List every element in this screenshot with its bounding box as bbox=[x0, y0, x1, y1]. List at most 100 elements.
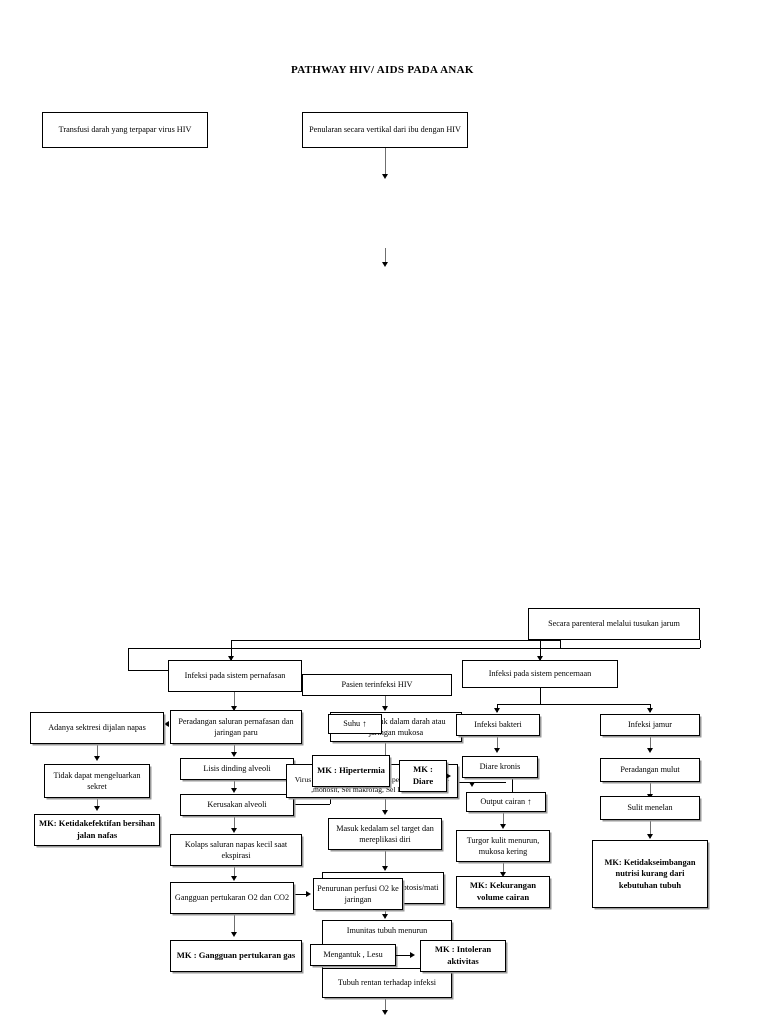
arrow-icon bbox=[381, 706, 388, 711]
node-label: Transfusi darah yang terpapar virus HIV bbox=[58, 125, 192, 135]
connector-line bbox=[128, 648, 129, 670]
node-parenteral: Secara parenteral melalui tusukan jarum bbox=[528, 608, 700, 640]
node-mk-gangguan-pertukaran-gas: MK : Gangguan pertukaran gas bbox=[170, 940, 302, 972]
connector-line bbox=[385, 998, 386, 1012]
connector-line bbox=[560, 640, 561, 648]
node-label: Suhu bbox=[343, 719, 361, 729]
node-gangguan-pertukaran-o2-co2: Gangguan pertukaran O2 dan CO2 bbox=[170, 882, 294, 914]
node-penularan-vertikal: Penularan secara vertikal dari ibu denga… bbox=[302, 112, 468, 148]
connector-line bbox=[540, 688, 541, 704]
connector-line bbox=[234, 816, 235, 828]
arrow-icon bbox=[381, 810, 388, 815]
arrow-icon bbox=[381, 262, 388, 267]
arrow-icon bbox=[499, 824, 506, 829]
connector-line bbox=[497, 704, 650, 705]
node-kolaps-saluran-napas: Kolaps saluran napas kecil saat ekspiras… bbox=[170, 834, 302, 866]
node-output-cairan: Output cairan ↑ bbox=[466, 792, 546, 812]
connector-line bbox=[231, 640, 561, 641]
connector-line bbox=[700, 640, 701, 648]
node-peradangan-mulut: Peradangan mulut bbox=[600, 758, 700, 782]
arrow-icon bbox=[93, 806, 100, 811]
arrow-icon bbox=[227, 656, 234, 661]
connector-line bbox=[231, 640, 232, 660]
connector-line bbox=[503, 812, 504, 826]
connector-line bbox=[234, 744, 235, 752]
node-tubuh-rentan-infeksi: Tubuh rentan terhadap infeksi bbox=[322, 968, 452, 998]
arrow-icon bbox=[306, 890, 311, 897]
node-label: Sulit menelan bbox=[627, 803, 673, 813]
connector-line bbox=[497, 736, 498, 750]
arrow-icon bbox=[468, 782, 475, 787]
connector-line bbox=[385, 742, 386, 756]
arrow-up-icon: ↑ bbox=[527, 797, 532, 808]
node-label: Kolaps saluran napas kecil saat ekspiras… bbox=[184, 839, 288, 860]
node-masuk-sel-target: Masuk kedalam sel target dan mereplikasi… bbox=[328, 818, 442, 850]
arrow-icon bbox=[230, 932, 237, 937]
connector-line bbox=[234, 692, 235, 710]
connector-line bbox=[650, 736, 651, 750]
node-label: Lisis dinding alveoli bbox=[203, 764, 271, 774]
arrow-icon bbox=[164, 720, 169, 727]
node-infeksi-pernafasan: Infeksi pada sistem pernafasan bbox=[168, 660, 302, 692]
node-label: Penurunan perfusi O2 ke jaringan bbox=[317, 883, 399, 904]
node-mk-intoleran-aktivitas: MK : Intoleran aktivitas bbox=[420, 940, 506, 972]
node-label: MK : Diare bbox=[412, 764, 434, 786]
connector-line bbox=[294, 804, 330, 805]
connector-line bbox=[385, 850, 386, 870]
node-label: Mengantuk , Lesu bbox=[323, 950, 383, 960]
node-label: MK : Gangguan pertukaran gas bbox=[176, 950, 296, 961]
node-label: Imunitas tubuh menurun bbox=[346, 926, 428, 935]
node-label: Secara parenteral melalui tusukan jarum bbox=[548, 619, 680, 629]
connector-line bbox=[234, 914, 235, 934]
arrow-icon bbox=[381, 866, 388, 871]
connector-line bbox=[540, 640, 541, 660]
node-mk-diare: MK : Diare bbox=[399, 760, 447, 792]
connector-line bbox=[385, 798, 386, 812]
connector-line bbox=[128, 648, 700, 649]
node-peradangan-saluran: Peradangan saluran pernafasan dan jaring… bbox=[170, 710, 302, 744]
arrow-icon bbox=[93, 756, 100, 761]
node-mk-hipertermia: MK : Hipertermia bbox=[312, 755, 390, 787]
arrow-icon bbox=[499, 872, 506, 877]
node-sulit-menelan: Sulit menelan bbox=[600, 796, 700, 820]
node-label: MK: Kekurangan volume cairan bbox=[469, 880, 537, 902]
node-kerusakan-alveoli: Kerusakan alveoli bbox=[180, 794, 294, 816]
node-label: Virus masuk dalam darah atau jaringan mu… bbox=[346, 716, 446, 737]
node-label: Peradangan saluran pernafasan dan jaring… bbox=[178, 716, 294, 737]
node-label: Masuk kedalam sel target dan mereplikasi… bbox=[336, 823, 434, 844]
node-label: Tubuh rentan terhadap infeksi bbox=[337, 978, 437, 988]
node-mengantuk-lesu: Mengantuk , Lesu bbox=[310, 944, 396, 966]
connector-line bbox=[396, 955, 412, 956]
node-label: Infeksi jamur bbox=[628, 720, 672, 730]
connector-line bbox=[97, 744, 98, 758]
node-label: MK: Ketidakseimbangan nutrisi kurang dar… bbox=[604, 857, 696, 890]
connector-line bbox=[97, 798, 98, 808]
connector-line bbox=[385, 248, 386, 264]
node-infeksi-pencernaan: Infeksi pada sistem pencernaan bbox=[462, 660, 618, 688]
arrow-icon bbox=[493, 708, 500, 713]
connector-line bbox=[650, 782, 651, 796]
node-label: Kerusakan alveoli bbox=[207, 800, 267, 810]
node-label: Output cairan bbox=[480, 797, 526, 807]
node-infeksi-jamur: Infeksi jamur bbox=[600, 714, 700, 736]
node-mk-bersihan-jalan-nafas: MK: Ketidakefektifan bersihan jalan nafa… bbox=[34, 814, 160, 846]
node-turgor-kulit-menurun: Turgor kulit menurun, mukosa kering bbox=[456, 830, 550, 862]
arrow-icon bbox=[646, 708, 653, 713]
arrow-icon bbox=[230, 706, 237, 711]
arrow-icon bbox=[410, 951, 415, 958]
arrow-icon bbox=[493, 748, 500, 753]
node-label: Tidak dapat mengeluarkan sekret bbox=[53, 770, 141, 791]
node-suhu-meningkat: Suhu ↑ bbox=[328, 714, 382, 734]
connector-line bbox=[512, 778, 513, 792]
connector-line bbox=[385, 696, 386, 710]
connector-line bbox=[294, 894, 308, 895]
node-mk-ketidakseimbangan-nutrisi: MK: Ketidakseimbangan nutrisi kurang dar… bbox=[592, 840, 708, 908]
node-label: Pasien terinfeksi HIV bbox=[341, 680, 413, 690]
node-tidak-dapat-sekret: Tidak dapat mengeluarkan sekret bbox=[44, 764, 150, 798]
node-label: MK : Intoleran aktivitas bbox=[434, 944, 492, 966]
node-label: Infeksi pada sistem pencernaan bbox=[488, 669, 592, 679]
arrow-icon bbox=[646, 834, 653, 839]
arrow-up-icon: ↑ bbox=[362, 719, 367, 730]
node-penurunan-perfusi-o2: Penurunan perfusi O2 ke jaringan bbox=[313, 878, 403, 910]
node-label: Peradangan mulut bbox=[620, 765, 680, 775]
